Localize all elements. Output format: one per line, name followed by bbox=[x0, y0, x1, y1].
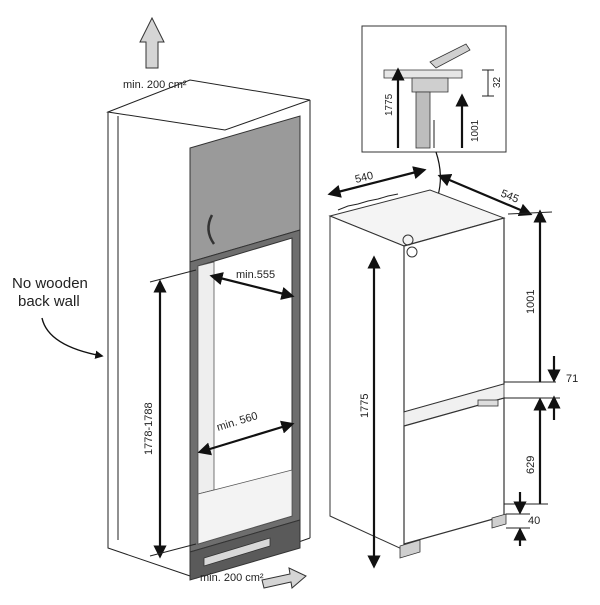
label-no-wooden-2: back wall bbox=[18, 293, 80, 310]
cabinet-niche bbox=[189, 229, 301, 553]
label-min-200-bottom: min. 200 cm² bbox=[200, 572, 264, 584]
back-wall-pointer-icon bbox=[41, 317, 104, 359]
air-outlet-arrow-icon bbox=[139, 16, 165, 69]
detail-label-1775: 1775 bbox=[384, 93, 395, 116]
detail-inset: 1775 1001 32 bbox=[361, 25, 507, 237]
fridge-upper-door bbox=[403, 217, 505, 413]
detail-label-32: 32 bbox=[492, 76, 503, 88]
label-no-wooden-1: No wooden bbox=[12, 275, 88, 292]
label-depth-540: 540 bbox=[354, 170, 375, 186]
label-min-200-top: min. 200 cm² bbox=[123, 79, 187, 91]
label-upper-1001: 1001 bbox=[525, 290, 537, 314]
label-gap-71: 71 bbox=[566, 373, 578, 385]
fridge-drawing: 540 545 1775 1001 71 bbox=[327, 166, 578, 569]
cabinet-drawing: min. 200 cm² min. 200 c bbox=[12, 16, 311, 589]
detail-label-1001: 1001 bbox=[470, 119, 481, 142]
plinth-vent bbox=[189, 519, 301, 581]
door-handle-icon bbox=[207, 214, 216, 245]
label-foot-40: 40 bbox=[528, 515, 540, 527]
label-height-1775: 1775 bbox=[359, 394, 371, 418]
label-min-555: min.555 bbox=[236, 269, 275, 281]
label-height-range: 1778-1788 bbox=[143, 402, 155, 455]
air-inlet-arrow-icon bbox=[261, 567, 307, 589]
label-lower-629: 629 bbox=[525, 456, 537, 474]
